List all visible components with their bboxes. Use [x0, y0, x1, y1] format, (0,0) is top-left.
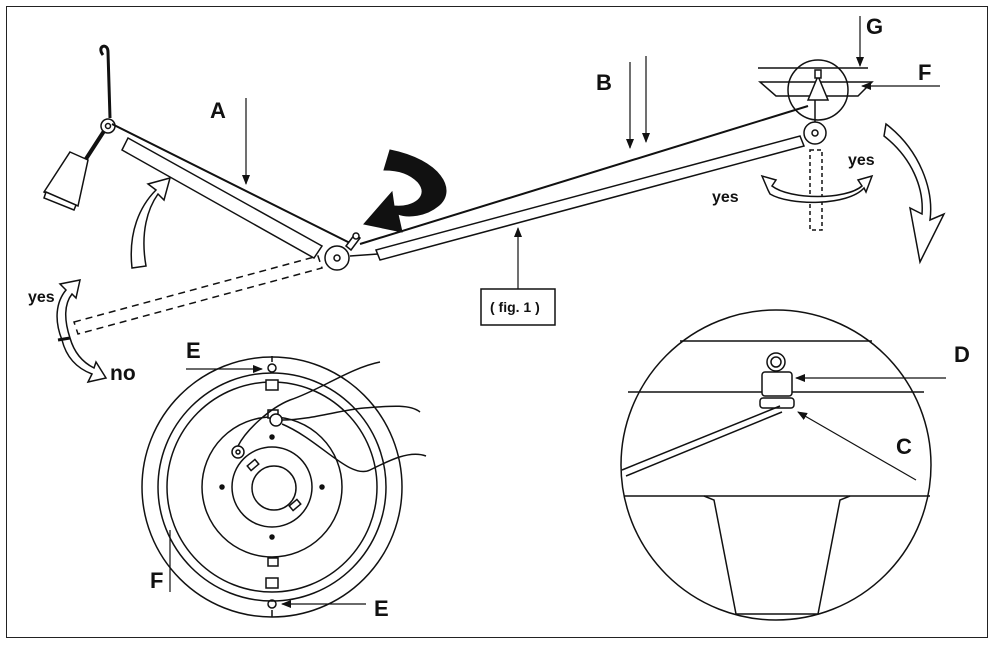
label-yes-left: yes — [28, 289, 55, 306]
pointer-arrows-top — [242, 16, 940, 290]
label-e-top: E — [186, 338, 201, 363]
lamp-arm-group — [42, 44, 874, 335]
insert-arrow-bold — [363, 149, 447, 233]
lamp-handle — [99, 44, 112, 119]
canopy-top-view — [141, 356, 427, 618]
pointer-arrows-e — [186, 365, 366, 608]
label-f-bottom: F — [150, 568, 163, 593]
arm-alternate-position-dashed — [73, 255, 323, 335]
label-no-left: no — [110, 362, 136, 385]
swing-yes-no-arrow — [56, 279, 108, 384]
label-b: B — [596, 70, 612, 95]
canopy-detail-circle — [787, 59, 849, 121]
label-c: C — [896, 434, 912, 459]
lamp-lower-handle — [82, 126, 108, 164]
diagram-frame — [6, 6, 988, 638]
figure-caption: ( fig. 1 ) — [490, 299, 540, 315]
arm-b-tube — [374, 135, 806, 261]
label-d: D — [954, 342, 970, 367]
right-joint — [803, 121, 827, 145]
detail-view — [620, 309, 932, 621]
label-a: A — [210, 98, 226, 123]
pointer-arrows-detail — [795, 374, 946, 481]
label-yes-right-1: yes — [848, 152, 875, 169]
rotate-down-arrow — [883, 122, 946, 265]
figure-caption-box — [480, 288, 556, 326]
left-joint — [100, 118, 116, 134]
label-e-bottom: E — [374, 596, 389, 621]
rotation-pin-dashed — [809, 149, 823, 231]
rotate-up-arrow — [130, 176, 172, 269]
middle-joint — [324, 245, 350, 271]
label-yes-right-2: yes — [712, 189, 739, 206]
label-g: G — [866, 14, 883, 39]
label-f-top: F — [918, 60, 931, 85]
arm-a-sleeve — [121, 136, 324, 259]
lamp-shade — [42, 151, 89, 208]
rotation-arrows — [760, 174, 874, 204]
